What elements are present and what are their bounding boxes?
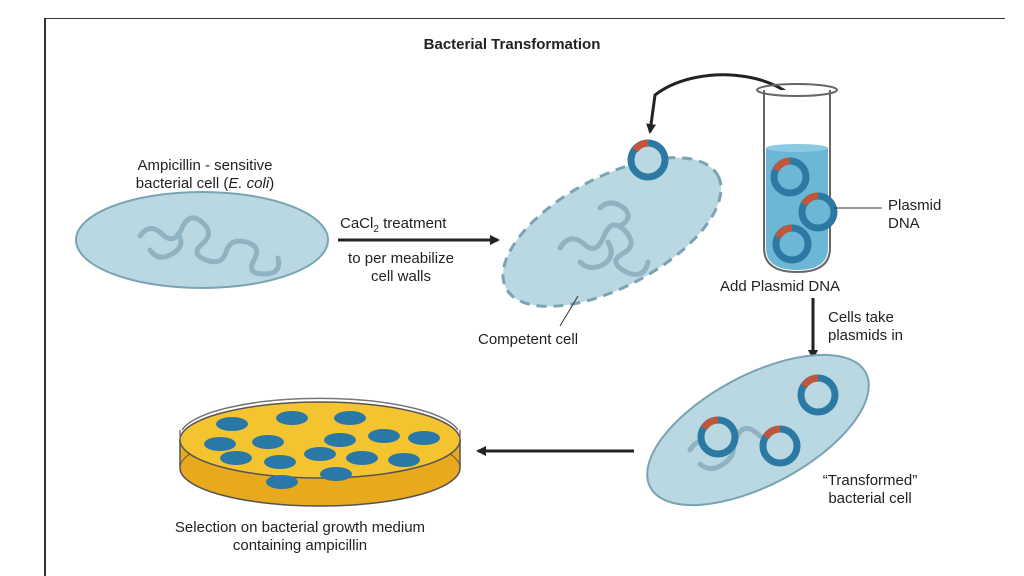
cell-plasmid-2	[697, 416, 739, 458]
permeabilize-label: to per meabilize cell walls	[348, 250, 454, 285]
colonies	[204, 411, 440, 489]
tube-plasmid-3	[772, 224, 812, 264]
plasmid-dna-label: Plasmid DNA	[888, 197, 942, 232]
sensitive-cell-label: Ampicillin - sensitive bacterial cell (E…	[80, 157, 330, 193]
competent-cell	[501, 156, 723, 327]
sensitive-label-line2: bacterial cell (E. coli)	[135, 175, 275, 192]
chromosome-dna	[137, 215, 282, 277]
cell-plasmid-1	[797, 374, 839, 416]
sensitive-label-line1: Ampicillin - sensitive	[137, 157, 273, 174]
cell-plasmid-3	[759, 425, 801, 467]
incoming-plasmid	[627, 139, 669, 181]
cacl-label: CaCl2 treatment	[340, 215, 447, 235]
test-tube	[756, 83, 882, 274]
cells-take-label: Cells take plasmids in	[828, 309, 904, 344]
diagram-title: Bacterial Transformation	[423, 36, 601, 53]
add-plasmid-label: Add Plasmid DNA	[720, 278, 841, 295]
competent-cell-label: Competent cell	[478, 331, 579, 348]
tube-plasmid-1	[770, 157, 810, 197]
petri-dish	[179, 397, 461, 507]
tube-plasmid-2	[798, 192, 838, 232]
transformed-cell-label: “Transformed” bacterial cell	[822, 472, 918, 507]
sensitive-cell	[75, 191, 329, 289]
diagram-frame	[44, 18, 1005, 576]
transformed-cell	[646, 353, 870, 507]
competent-chromosome	[557, 200, 651, 277]
selection-label: Selection on bacterial growth medium con…	[174, 519, 426, 554]
